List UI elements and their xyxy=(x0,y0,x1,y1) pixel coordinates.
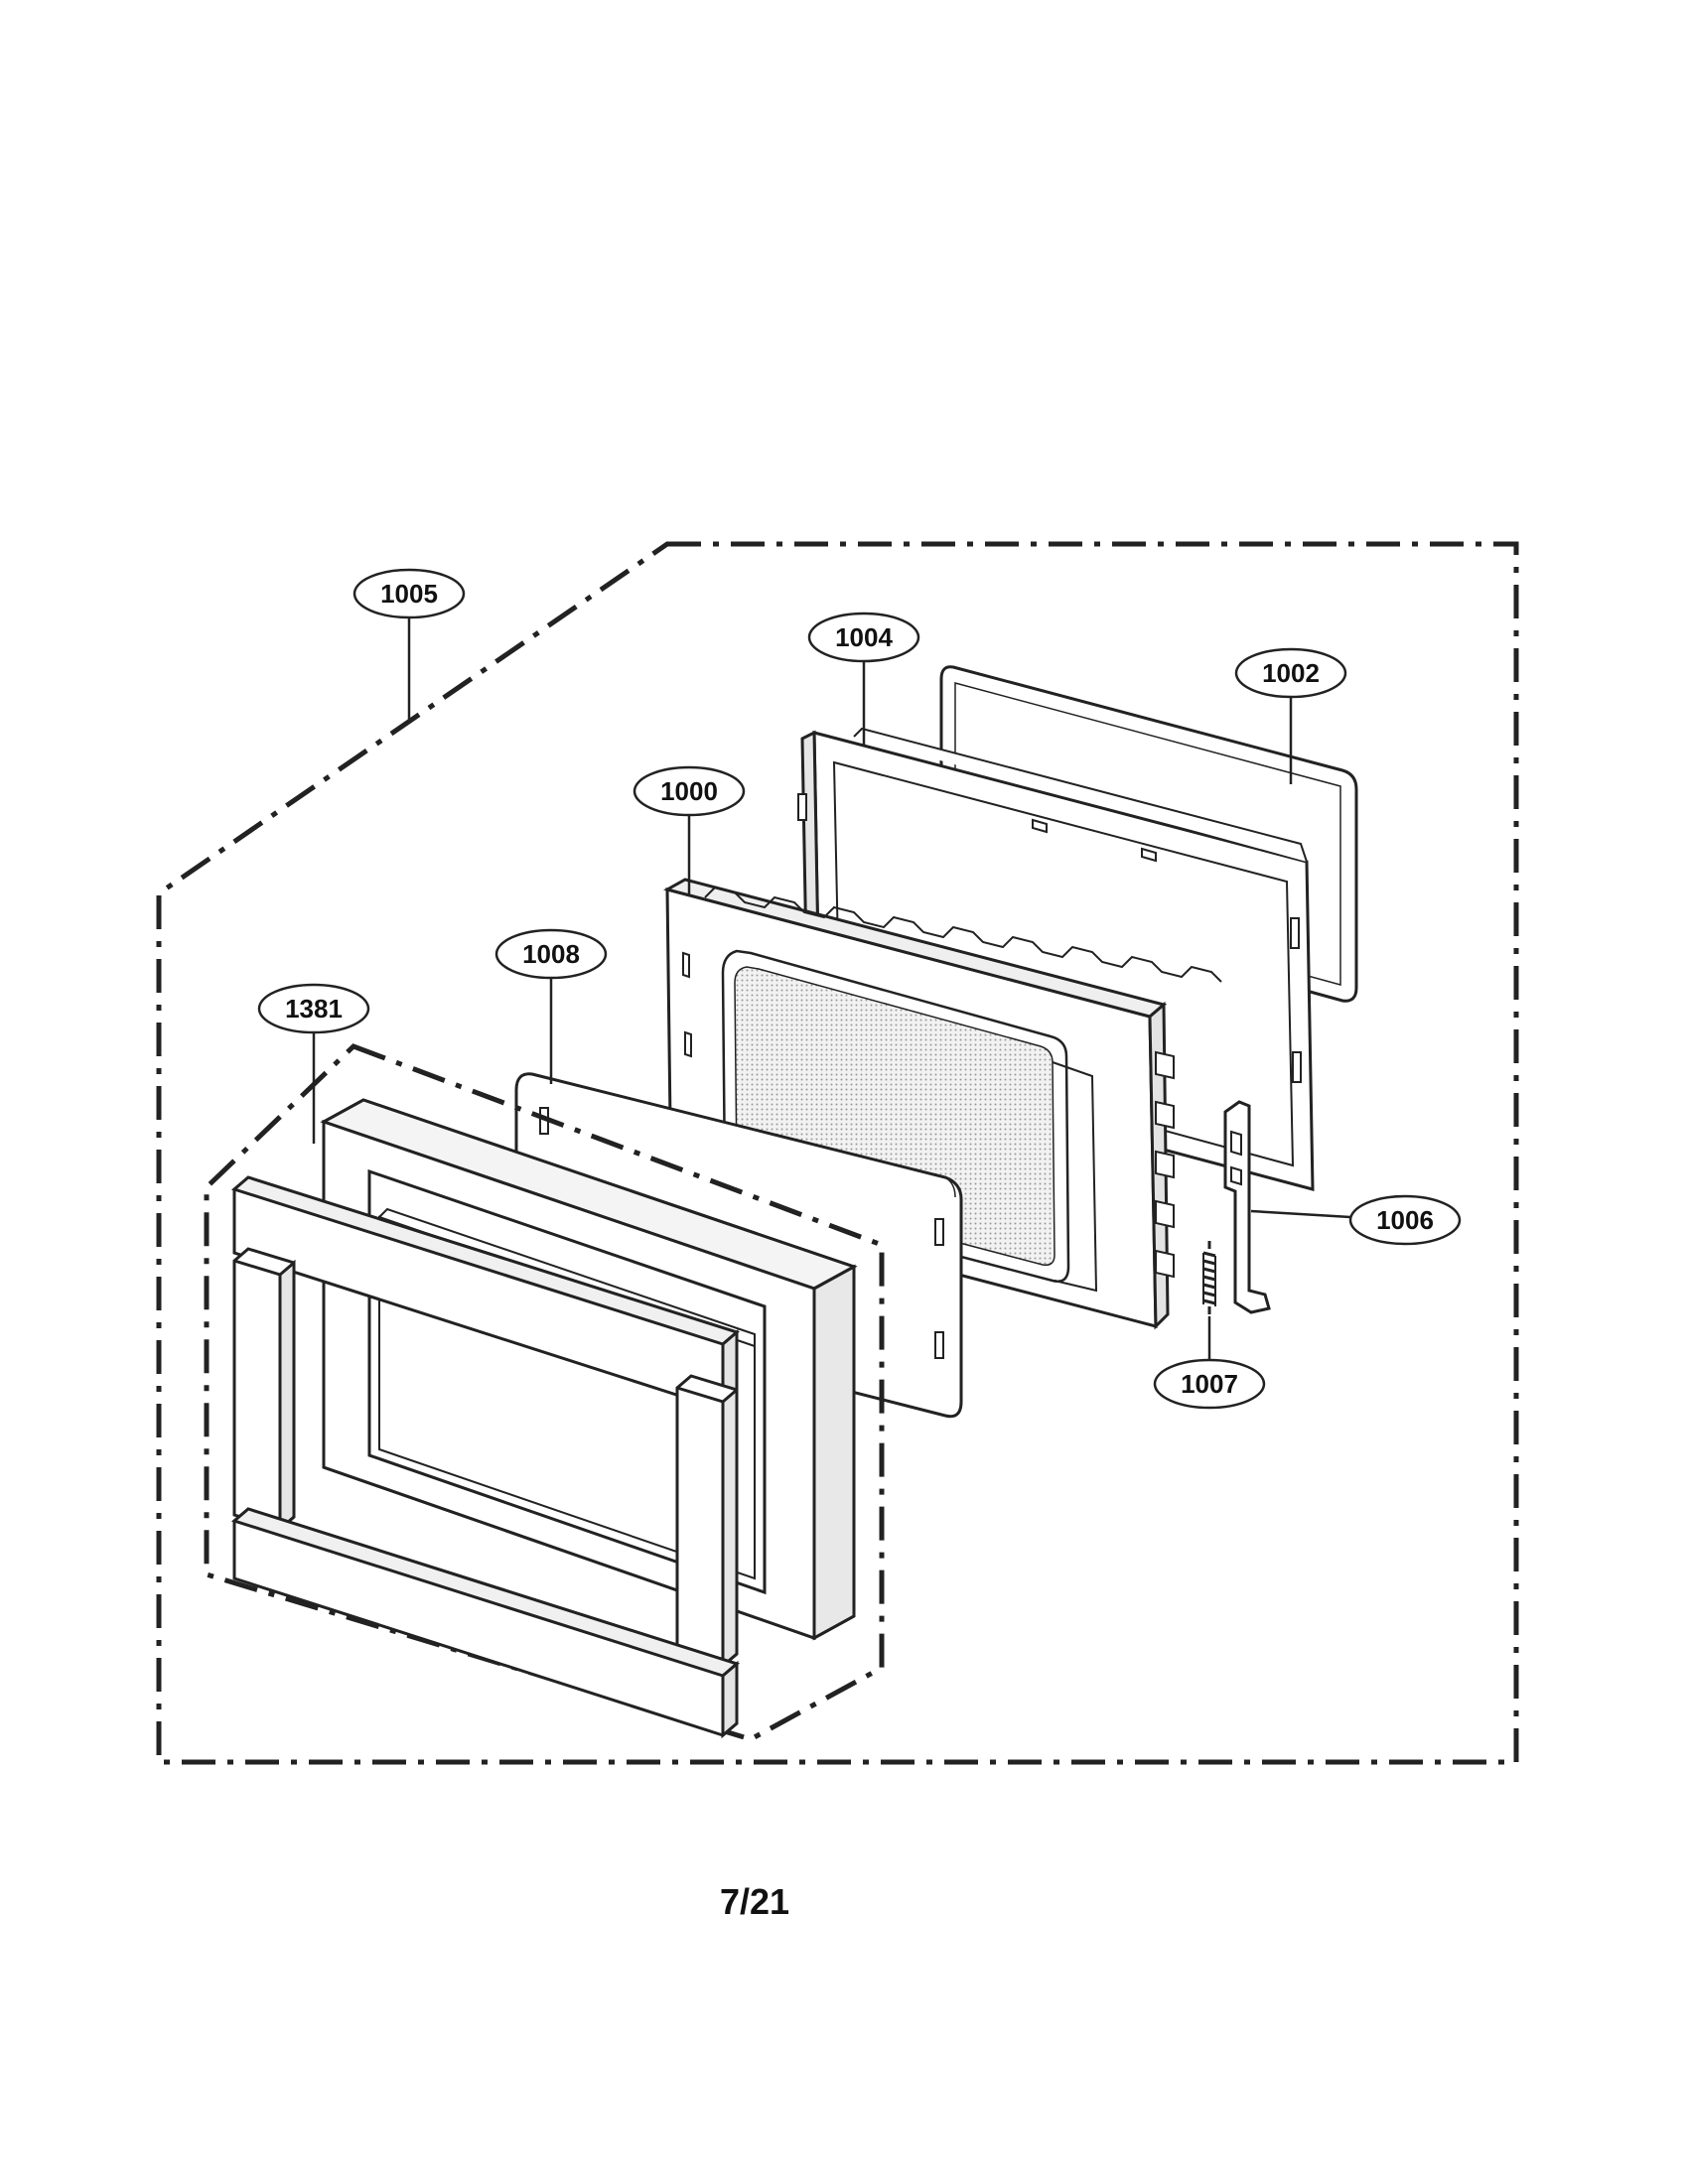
callout-1004: 1004 xyxy=(807,612,920,663)
page-number: 7/21 xyxy=(719,1881,790,1922)
callout-label: 1005 xyxy=(380,579,438,609)
callout-label: 1004 xyxy=(835,622,893,652)
leader-lines xyxy=(312,615,1351,1360)
callout-1008: 1008 xyxy=(494,928,608,980)
callout-label: 1008 xyxy=(522,939,580,969)
callout-1007: 1007 xyxy=(1153,1358,1266,1410)
part-1006-latch-hook xyxy=(1223,1100,1271,1314)
part-1381-trim-kit xyxy=(230,1098,858,1739)
callout-1381: 1381 xyxy=(257,983,370,1034)
callout-1005: 1005 xyxy=(352,568,466,619)
callout-label: 1002 xyxy=(1262,658,1320,688)
callout-1006: 1006 xyxy=(1348,1194,1462,1246)
callout-label: 1000 xyxy=(660,776,718,806)
callout-1002: 1002 xyxy=(1234,647,1347,699)
callout-label: 1007 xyxy=(1181,1369,1238,1399)
callout-label: 1006 xyxy=(1376,1205,1434,1235)
callout-label: 1381 xyxy=(285,994,343,1024)
assembly-boundary-1005 xyxy=(156,541,1519,1765)
part-1007-spring xyxy=(1202,1241,1216,1314)
callout-1000: 1000 xyxy=(633,765,746,817)
